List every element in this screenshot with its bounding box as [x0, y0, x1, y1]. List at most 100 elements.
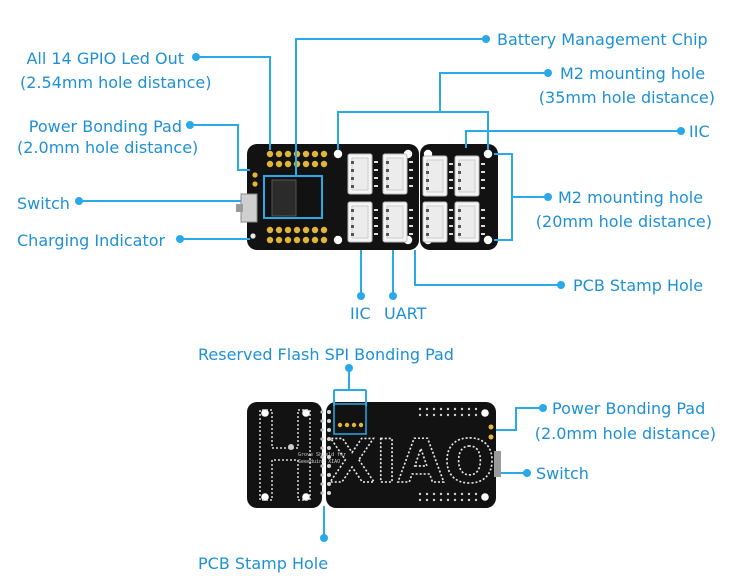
m2-20-callout-line — [494, 153, 546, 241]
label-switch: Switch — [17, 194, 70, 213]
silk-dot — [418, 407, 422, 411]
stamp-hole — [320, 482, 324, 486]
grove-silk-label — [409, 217, 413, 219]
silk-dot — [418, 413, 422, 417]
chip-core — [271, 179, 297, 217]
silk-dot — [425, 413, 429, 417]
silk-dot — [418, 492, 422, 496]
grove-silk-label — [481, 171, 485, 173]
grove-silk-label — [481, 225, 485, 227]
back-right-board — [326, 402, 496, 508]
mounting-hole — [302, 409, 310, 417]
silk-dot — [439, 492, 443, 496]
grove-silk-label — [449, 187, 453, 189]
mounting-hole — [333, 149, 343, 159]
silk-dot — [467, 492, 471, 496]
back-left-board — [247, 402, 322, 508]
battery-chip-callout-line — [295, 38, 486, 176]
seeed-logo — [288, 444, 294, 450]
silk-dot — [425, 407, 429, 411]
flash-spi-pad-frame — [333, 403, 367, 435]
label-flash-spi: Reserved Flash SPI Bonding Pad — [198, 345, 454, 364]
iic-right-callout-line — [465, 130, 680, 148]
stamp-hole — [327, 455, 331, 459]
grove-silk-label — [481, 163, 485, 165]
power-bonding-pad-back — [488, 424, 494, 430]
xiao-logo: XIAO — [329, 427, 495, 497]
grove-pin — [386, 233, 389, 236]
stamp-hole — [320, 410, 324, 414]
grove-pin — [351, 161, 354, 164]
front-board — [236, 144, 498, 250]
silk-dot — [432, 413, 436, 417]
callout-dot — [557, 281, 565, 289]
grove-silk-label — [409, 185, 413, 187]
stamp-hole — [320, 428, 324, 432]
grove-pin — [458, 225, 461, 228]
silk-dot — [460, 407, 464, 411]
grove-silk-label — [481, 187, 485, 189]
stamp-hole — [327, 446, 331, 450]
gpio-pad — [311, 236, 319, 244]
callout-dot — [677, 127, 685, 135]
silk-dot — [460, 498, 464, 502]
grove-silk-label — [481, 217, 485, 219]
callout-dot — [544, 193, 552, 201]
label-m2-35-line1: M2 mounting hole — [560, 64, 706, 83]
grove-silk-label — [409, 233, 413, 235]
silk-dot — [432, 492, 436, 496]
gpio-pad — [266, 150, 274, 158]
silk-dot — [474, 498, 478, 502]
grove-silk-label — [409, 169, 413, 171]
gpio-pad — [284, 226, 292, 234]
label-battery-management-chip: Battery Management Chip — [497, 30, 708, 49]
mounting-hole — [261, 493, 269, 501]
gpio-pad — [266, 160, 274, 168]
grove-silk-label — [409, 177, 413, 179]
grove-pin — [386, 225, 389, 228]
callout-dot — [539, 404, 547, 412]
label-m2-20-line2: (20mm hole distance) — [535, 212, 712, 231]
gpio-pad — [266, 236, 274, 244]
grove-pin — [351, 209, 354, 212]
pcb-stamp-top-callout-line — [414, 250, 560, 286]
silk-dot — [432, 498, 436, 502]
grove-pin — [386, 217, 389, 220]
silk-dot — [425, 492, 429, 496]
mounting-hole — [481, 493, 489, 501]
grove-pin — [458, 171, 461, 174]
gpio-callout-line — [196, 56, 271, 150]
grove-silk-label — [409, 161, 413, 163]
grove-silk-label — [409, 209, 413, 211]
gpio-pad — [275, 226, 283, 234]
silk-dot — [418, 498, 422, 502]
grove-pin — [426, 233, 429, 236]
power-bonding-pad — [252, 172, 258, 178]
gpio-pad — [311, 226, 319, 234]
silk-dot — [453, 498, 457, 502]
grove-silk-label — [449, 209, 453, 211]
gpio-pad — [275, 160, 283, 168]
grove-connector-inner — [351, 157, 369, 191]
grove-silk-label — [449, 233, 453, 235]
back-switch — [494, 451, 501, 477]
silk-dot — [446, 413, 450, 417]
grove-pin — [351, 225, 354, 228]
switch-lever — [236, 204, 243, 212]
silk-dot — [446, 492, 450, 496]
grove-silk-label — [449, 171, 453, 173]
gpio-pad — [284, 160, 292, 168]
silk-dot — [474, 407, 478, 411]
grove-pin — [351, 177, 354, 180]
grove-silk-label — [481, 209, 485, 211]
power-pad-back-callout-line — [496, 407, 540, 431]
grove-pin — [458, 217, 461, 220]
silk-text-line2: Seeeduino XIAO — [298, 459, 340, 465]
callout-dot — [320, 534, 328, 542]
callout-dot — [186, 121, 194, 129]
gpio-pad — [311, 150, 319, 158]
silk-dot — [467, 407, 471, 411]
callout-dot — [357, 292, 365, 300]
m2-35-callout-line — [337, 72, 545, 150]
